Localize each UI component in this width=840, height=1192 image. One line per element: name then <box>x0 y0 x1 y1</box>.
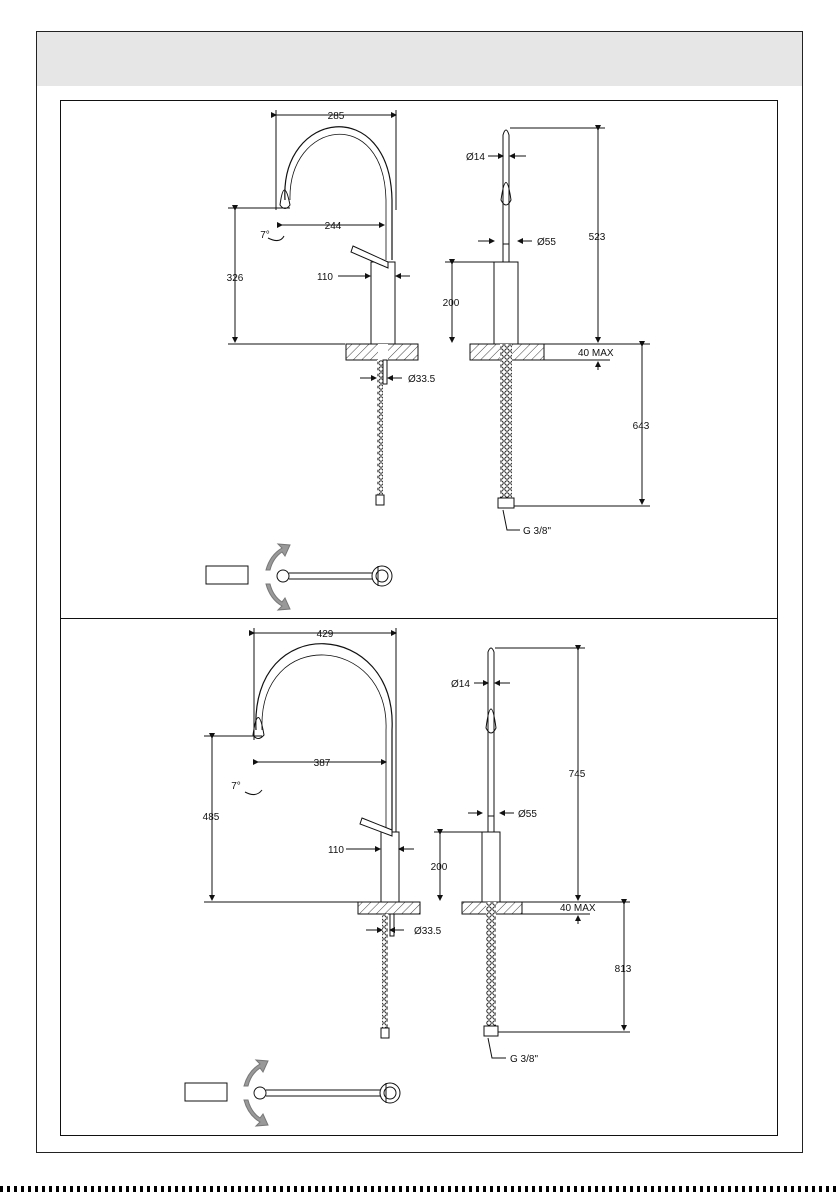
top-dim-523: 523 <box>589 232 606 243</box>
top-dim-244: 244 <box>325 221 342 232</box>
bottom-spout <box>256 644 392 832</box>
bottom-plan-box <box>185 1083 227 1101</box>
top-dim-200: 200 <box>443 298 460 309</box>
top-dim-d14: Ø14 <box>466 152 485 163</box>
top-front-spout <box>503 130 509 262</box>
top-front-body <box>494 262 518 344</box>
top-body <box>371 262 395 344</box>
bottom-rotate-up-arrow <box>244 1060 268 1086</box>
footer-strip <box>0 1186 840 1192</box>
bottom-dim-485: 485 <box>203 812 220 823</box>
bottom-dim-110: 110 <box>328 845 344 856</box>
top-handle <box>351 246 388 268</box>
top-dim-285: 285 <box>328 111 345 122</box>
bottom-plan-view <box>185 1060 400 1126</box>
bottom-front-spout <box>488 648 494 832</box>
bottom-dim-d55: Ø55 <box>518 809 537 820</box>
bottom-dim-745: 745 <box>569 769 586 780</box>
bottom-dim-d14: Ø14 <box>451 679 470 690</box>
top-dim-643: 643 <box>633 421 650 432</box>
top-dim-7deg: 7° <box>260 230 270 241</box>
bottom-front-view <box>434 648 630 1058</box>
bottom-dim-429: 429 <box>317 629 334 640</box>
top-dim-40max: 40 MAX <box>578 348 614 359</box>
bottom-front-hose <box>486 902 496 1032</box>
bottom-dim-40max: 40 MAX <box>560 903 596 914</box>
bottom-rotate-down-arrow <box>244 1100 268 1126</box>
top-dim-d55: Ø55 <box>537 237 556 248</box>
top-plan-view <box>206 544 392 610</box>
bottom-dim-200: 200 <box>431 862 448 873</box>
top-spout <box>285 127 392 260</box>
top-plan-box <box>206 566 248 584</box>
top-dim-d33: Ø33.5 <box>408 374 436 385</box>
bottom-dim-thread: G 3/8" <box>510 1054 538 1065</box>
bottom-dim-7deg: 7° <box>231 781 241 792</box>
top-front-hose <box>500 344 512 506</box>
bottom-side-labels: 429 387 7° 485 110 Ø33.5 <box>203 629 442 937</box>
bottom-deck <box>358 902 420 914</box>
top-rotate-down-arrow <box>266 584 290 610</box>
bottom-dim-387: 387 <box>314 758 331 769</box>
bottom-handle <box>360 818 392 836</box>
top-dim-110: 110 <box>317 272 333 283</box>
bottom-hose <box>382 914 388 1032</box>
top-dim-thread: G 3/8" <box>523 526 551 537</box>
top-dim-326: 326 <box>227 273 244 284</box>
top-front-view <box>445 128 650 530</box>
bottom-dim-813: 813 <box>615 964 632 975</box>
bottom-side-view <box>204 628 420 1038</box>
top-side-view <box>228 110 418 505</box>
bottom-front-body <box>482 832 500 902</box>
top-hose <box>377 360 383 500</box>
bottom-body <box>381 832 399 902</box>
bottom-front-labels: Ø14 Ø55 745 200 40 MAX 813 G 3/8" <box>431 679 632 1065</box>
bottom-dim-d33: Ø33.5 <box>414 926 442 937</box>
top-rotate-up-arrow <box>266 544 290 570</box>
